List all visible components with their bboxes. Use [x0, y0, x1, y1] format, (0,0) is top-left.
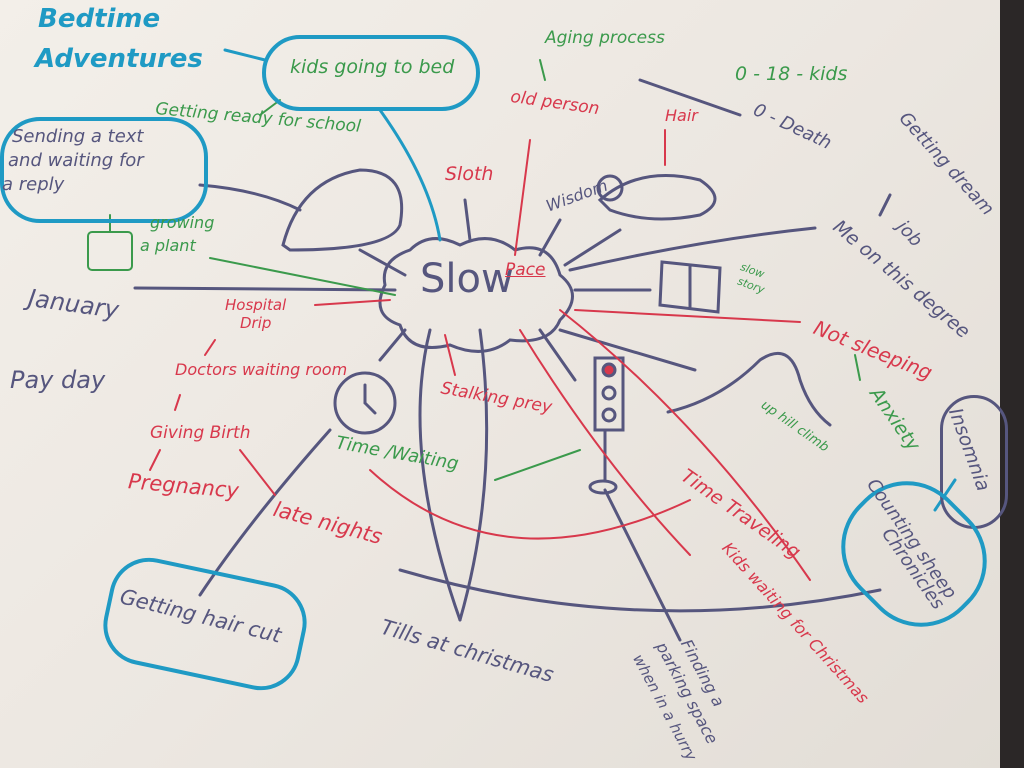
node-kids-age: 0 - 18 - kids — [735, 63, 848, 85]
bubble-insomnia — [940, 395, 1008, 529]
node-aging: Aging process — [545, 28, 665, 48]
board-edge — [1000, 0, 1024, 768]
node-plant-1: growing — [150, 213, 215, 232]
node-texting-2: and waiting for — [8, 150, 144, 171]
center-slow: Slow — [420, 256, 514, 302]
node-hospital-2: Drip — [240, 314, 272, 332]
bubble-texting — [0, 117, 208, 223]
center-pace: Pace — [505, 260, 546, 280]
node-payday: Pay day — [10, 366, 106, 394]
title-line-1: Bedtime — [38, 4, 161, 34]
node-hospital-1: Hospital — [225, 296, 287, 314]
node-hair: Hair — [665, 106, 698, 125]
node-plant-2: a plant — [140, 236, 196, 255]
node-doctors: Doctors waiting room — [175, 360, 348, 379]
title-line-2: Adventures — [35, 44, 203, 74]
node-sloth: Sloth — [445, 163, 494, 185]
bubble-kids-bed — [262, 35, 480, 111]
cloud-shape — [378, 237, 574, 353]
node-birth: Giving Birth — [150, 423, 251, 443]
node-kids-bed: kids going to bed — [290, 56, 455, 78]
node-texting-1: Sending a text — [12, 126, 144, 147]
node-texting-3: a reply — [2, 174, 65, 195]
